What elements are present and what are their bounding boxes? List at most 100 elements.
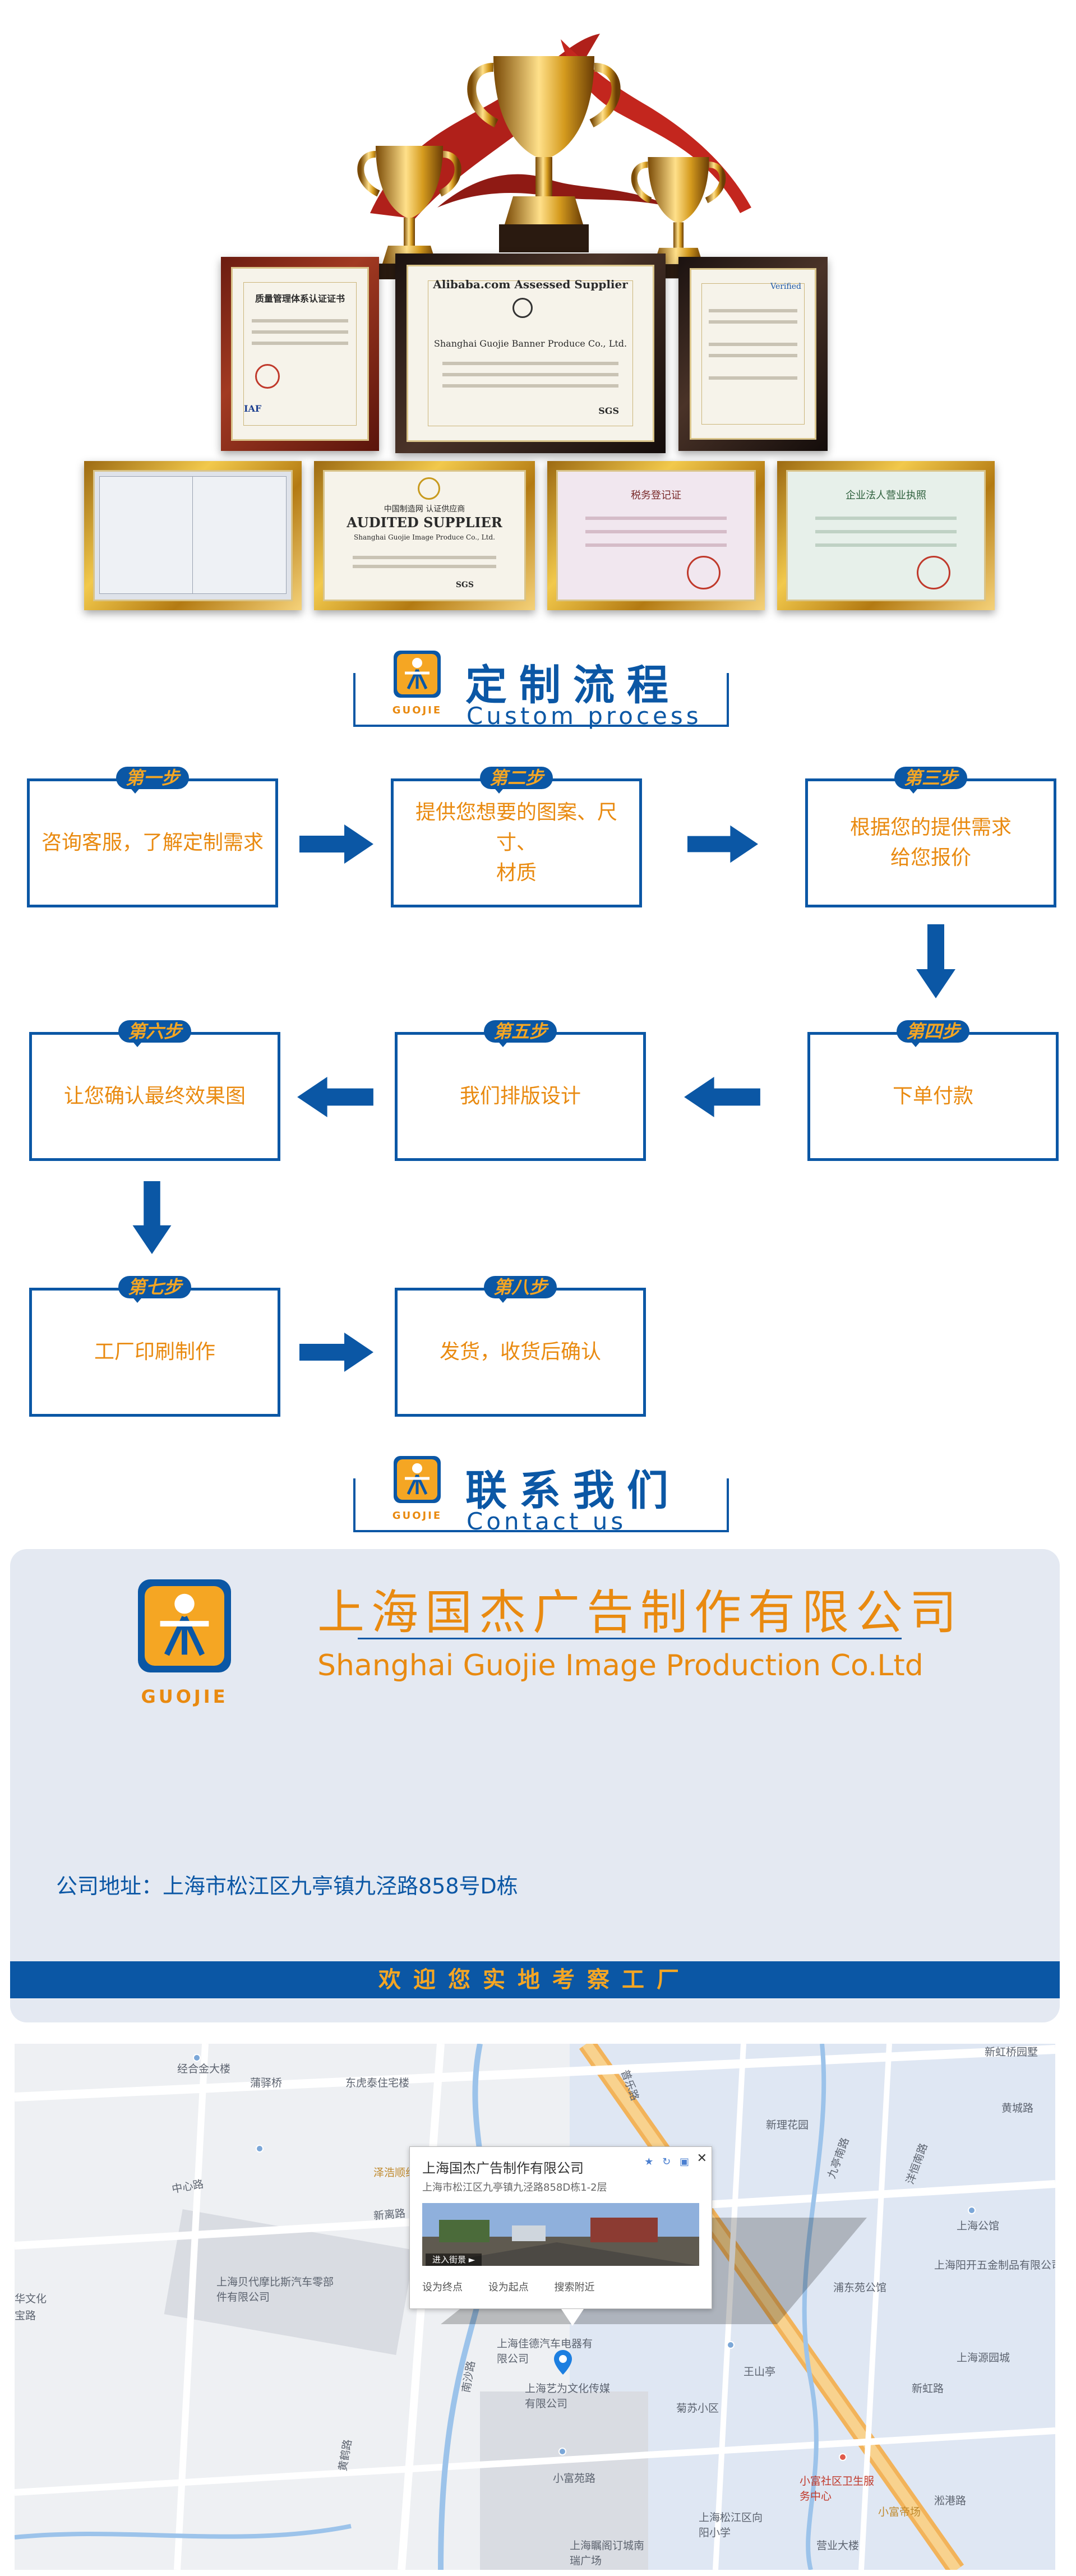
arrow-down-icon (132, 1181, 172, 1254)
company-card: GUOJIE 上海国杰广告制作有限公司 Shanghai Guojie Imag… (10, 1549, 1060, 2022)
audited-company: Shanghai Guojie Image Produce Co., Ltd. (354, 533, 495, 541)
map-label: 上海源园城 (957, 2352, 1010, 2364)
map-label: 上海佳德汽车电器有限公司 (497, 2338, 593, 2365)
tax-certificate-title: 税务登记证 (631, 490, 681, 501)
popup-title: 上海国杰广告制作有限公司 (422, 2160, 584, 2176)
map-label: 上海松江区向阳小学 (699, 2512, 763, 2539)
arrow-left-icon (297, 1077, 373, 1117)
map-label: 新虹路 (912, 2383, 944, 2395)
step-1-tag: 第一步 (125, 767, 179, 789)
arrow-down-icon (916, 924, 955, 998)
step-3-box: 第三步 根据您的提供需求 给您报价 (805, 767, 1056, 907)
quality-certificate-frame: 质量管理体系认证证书 IAF (221, 257, 379, 451)
map-label: 小富社区卫生服务中心 (800, 2475, 875, 2503)
process-title-en: Custom process (467, 702, 702, 730)
step-1-text: 咨询客服，了解定制需求 (41, 831, 264, 854)
map-label: 淞港路 (934, 2495, 967, 2507)
alibaba-certificate: Alibaba.com Assessed Supplier Shanghai G… (407, 265, 654, 442)
step-6-text: 让您确认最终效果图 (63, 1085, 246, 1108)
set-origin-link[interactable]: 设为起点 (488, 2282, 529, 2293)
verified-certificate: Verified (690, 268, 816, 440)
company-name-cn: 上海国杰广告制作有限公司 (317, 1585, 964, 1640)
guojie-logo-icon: GUOJIE (137, 1579, 232, 1714)
map-label: 菊苏小区 (676, 2402, 719, 2414)
map-label: 经合金大楼 (177, 2063, 231, 2075)
poi-marker-icon[interactable] (256, 2145, 264, 2153)
divider (358, 1638, 902, 1639)
street-view-button[interactable]: 进入街景 ► (426, 2254, 482, 2266)
verified-title: Verified (770, 282, 801, 291)
step-2-box: 第二步 提供您想要的图案、尺寸、 材质 (391, 767, 642, 907)
document-frame (84, 461, 302, 610)
map-label: 上海贝代摩比斯汽车零部件有限公司 (216, 2276, 334, 2303)
step-5-box: 第五步 我们排版设计 (395, 1020, 646, 1161)
arrow-left-icon (684, 1077, 760, 1117)
map-info-window: 上海国杰广告制作有限公司 ★ ↻ ▣ ✕ 上海市松江区九亭镇九泾路858D栋1-… (409, 2146, 712, 2326)
poi-marker-icon[interactable] (727, 2341, 735, 2349)
red-seal-icon (687, 556, 721, 589)
poi-marker-icon[interactable] (839, 2453, 847, 2461)
step-8-box: 第八步 发货，收货后确认 (395, 1276, 646, 1417)
company-address: 公司地址：上海市松江区九亭镇九泾路858号D栋 (56, 1874, 518, 1898)
map-label: 小富帝场 (878, 2506, 921, 2518)
alibaba-certificate-title: Alibaba.com Assessed Supplier (433, 278, 628, 291)
guojie-logo-icon: GUOJIE (391, 1456, 443, 1529)
sgs-mark: SGS (455, 580, 474, 589)
logo-wordmark: GUOJIE (141, 1686, 228, 1707)
step-5-text: 我们排版设计 (459, 1085, 581, 1108)
step-2-text: 提供您想要的图案、尺寸、 材质 (415, 801, 617, 884)
map-label: 上海瞩阁订城南瑞广场 (570, 2540, 645, 2567)
poi-marker-icon[interactable] (193, 2054, 201, 2062)
guojie-logo-icon: GUOJIE (391, 651, 443, 724)
alibaba-certificate-frame: Alibaba.com Assessed Supplier Shanghai G… (395, 254, 666, 453)
map-label: 王山亭 (743, 2366, 776, 2378)
quality-certificate: 质量管理体系认证证书 IAF (231, 267, 369, 441)
set-destination-link[interactable]: 设为终点 (422, 2282, 463, 2293)
logo-wordmark: GUOJIE (392, 1510, 442, 1522)
arrow-right-icon (687, 825, 758, 863)
alibaba-certificate-company: Shanghai Guojie Banner Produce Co., Ltd. (433, 338, 627, 349)
map-label: 营业大楼 (816, 2540, 860, 2552)
made-in-china-logo-icon (418, 477, 440, 500)
close-icon[interactable]: ✕ (696, 2151, 707, 2165)
iaf-mark: IAF (244, 403, 262, 414)
step-3-tag: 第三步 (903, 767, 958, 789)
location-map[interactable]: 经合金大楼 蒲驿桥 东虎泰住宅楼 新虹桥园墅 普乐路 新理花园 九亭南路 上海公… (15, 2044, 1055, 2570)
search-nearby-link[interactable]: 搜索附近 (554, 2282, 595, 2293)
bus-icon[interactable]: ▣ (679, 2156, 689, 2168)
welcome-banner: 欢迎您实地考察工厂 (10, 1961, 1060, 1998)
welcome-text: 欢迎您实地考察工厂 (378, 1967, 691, 1993)
map-label: 上海公馆 (957, 2220, 1000, 2232)
logo-wordmark: GUOJIE (392, 704, 442, 716)
map-label: 蒲驿桥 (250, 2077, 283, 2089)
step-6-tag: 第六步 (127, 1021, 182, 1042)
contact-title-en: Contact us (467, 1508, 627, 1535)
audited-cn-title: 中国制造网 认证供应商 (384, 505, 465, 514)
awards-section: 质量管理体系认证证书 IAF Alibaba.com Assessed Supp… (0, 0, 1076, 628)
poi-marker-icon[interactable] (558, 2448, 566, 2455)
verified-certificate-frame: Verified (678, 257, 828, 451)
step-7-text: 工厂印刷制作 (94, 1340, 215, 1363)
tax-registration-frame: 税务登记证 (547, 461, 765, 610)
step-6-box: 第六步 让您确认最终效果图 (29, 1020, 280, 1161)
step-2-tag: 第二步 (489, 767, 543, 789)
audited-supplier-certificate: 中国制造网 认证供应商 AUDITED SUPPLIER Shanghai Gu… (323, 470, 526, 601)
map-label: 浦东苑公馆 (833, 2282, 887, 2294)
open-booklet-document (93, 470, 293, 601)
map-label: 华文化 (15, 2293, 47, 2305)
location-pin-icon[interactable] (554, 2350, 572, 2375)
license-certificate-title: 企业法人营业执照 (846, 490, 926, 501)
step-5-tag: 第五步 (493, 1021, 547, 1042)
arrow-right-icon (299, 824, 373, 864)
red-seal-icon (917, 556, 950, 589)
map-label: 东虎泰住宅楼 (345, 2077, 410, 2089)
step-8-tag: 第八步 (493, 1277, 547, 1298)
map-label: 新理花园 (766, 2119, 809, 2131)
red-seal-icon (255, 364, 280, 389)
poi-marker-icon[interactable] (968, 2206, 976, 2214)
map-label: 小富苑路 (553, 2472, 596, 2485)
map-label: 黄城路 (1001, 2102, 1034, 2114)
street-view-thumbnail[interactable] (422, 2203, 699, 2266)
star-icon[interactable]: ★ (644, 2156, 654, 2168)
refresh-icon[interactable]: ↻ (662, 2156, 671, 2168)
